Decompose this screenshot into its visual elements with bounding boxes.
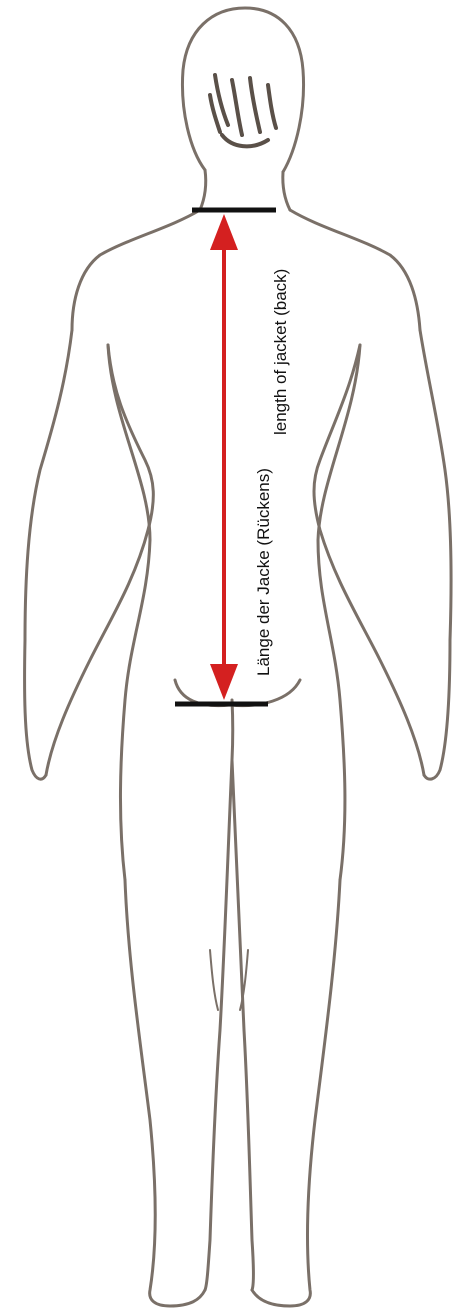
neck-right [283, 172, 290, 210]
neck-left [200, 170, 206, 210]
jacket-length-label-german: Länge der Jacke (Rückens) [255, 468, 272, 676]
leg-left-inner [205, 760, 232, 1290]
left-shoulder [72, 210, 200, 330]
leg-right-inner [232, 760, 254, 1290]
right-arm-inner [314, 345, 424, 775]
right-shoulder [290, 210, 420, 330]
right-arm-outer [420, 330, 451, 779]
buttocks-crease [232, 700, 233, 760]
left-arm-inner [46, 345, 153, 775]
jacket-length-label-english: length of jacket (back) [272, 269, 289, 435]
leg-right-outer [252, 880, 340, 1306]
length-arrow [210, 214, 238, 700]
leg-left-outer [125, 880, 205, 1306]
